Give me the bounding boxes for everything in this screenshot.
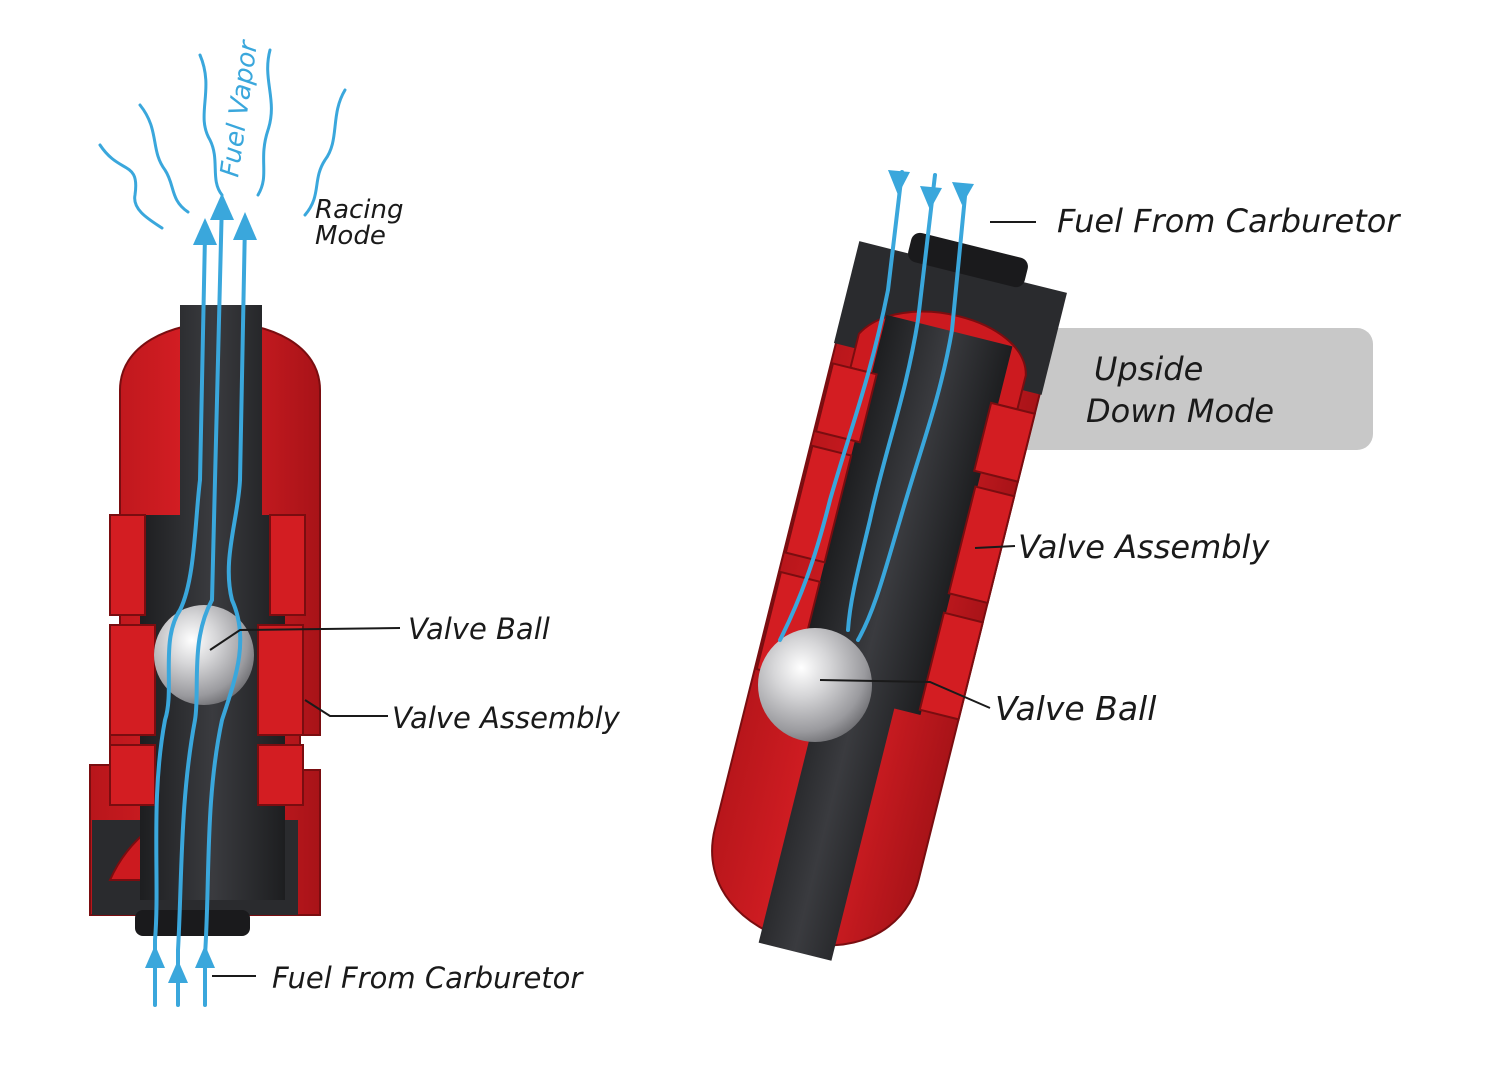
upside-down-mode-label-line1: Upside: [1094, 350, 1203, 388]
right-fuel-from-carburetor-label: Fuel From Carburetor: [1057, 202, 1401, 240]
left-valve-ball: [154, 605, 254, 705]
right-flow-arrows: [888, 170, 974, 210]
right-leaders: [819, 221, 1036, 709]
left-valve-diagram: Fuel Vapor Racing Mode Valve Ball Valve …: [89, 37, 621, 1007]
left-bottom-seal: [135, 910, 250, 936]
right-valve-diagram: Fuel From Carburetor Upside Down Mode Va…: [711, 170, 1401, 961]
left-leaders: [209, 627, 401, 977]
racing-mode-label-line2: Mode: [315, 221, 386, 251]
left-valve-ball-label: Valve Ball: [408, 612, 550, 646]
right-valve-ball-label: Valve Ball: [995, 689, 1156, 728]
right-inner-channel: [758, 314, 1013, 961]
fuel-vapor-label: Fuel Vapor: [215, 37, 264, 179]
right-valve-ball: [758, 628, 872, 742]
right-valve-assembly-label: Valve Assembly: [1018, 528, 1270, 566]
left-flow-arrows: [145, 193, 257, 983]
right-flow-lines: [778, 170, 968, 642]
left-valve-assembly: [109, 514, 306, 806]
upside-down-mode-label-line2: Down Mode: [1086, 392, 1274, 430]
racing-mode-label-line1: Racing: [315, 195, 404, 225]
right-top-seal: [908, 232, 1028, 288]
left-flow-lines: [153, 198, 247, 1007]
vapor-waves: [98, 48, 347, 230]
upside-down-mode-box: [985, 328, 1373, 450]
left-fuel-from-carburetor-label: Fuel From Carburetor: [272, 961, 584, 995]
left-valve-assembly-label: Valve Assembly: [392, 701, 621, 735]
